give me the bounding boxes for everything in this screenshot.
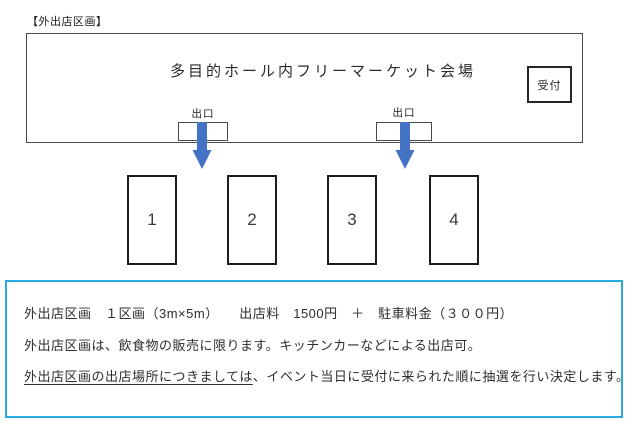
stall-box-1: 1 bbox=[127, 175, 177, 265]
stall-number: 4 bbox=[449, 210, 459, 229]
info-line-pricing: 外出店区画 １区画（3m×5m） 出店料 1500円 ＋ 駐車料金（３００円） bbox=[24, 306, 514, 321]
down-arrow-shape bbox=[395, 122, 415, 169]
stall-box-4: 4 bbox=[429, 175, 479, 265]
down-arrow-icon bbox=[192, 122, 212, 169]
info-line-lottery-rest: 、イベント当日に受付に来られた順に抽選を行い決定します。 bbox=[252, 369, 630, 384]
exit-1-label: 出口 bbox=[191, 108, 215, 120]
stall-number: 3 bbox=[347, 210, 357, 229]
stall-box-3: 3 bbox=[327, 175, 377, 265]
hall-outline bbox=[26, 33, 583, 143]
info-line-lottery-underlined: 外出店区画の出店場所につきましては bbox=[24, 369, 253, 384]
down-arrow-shape bbox=[192, 122, 212, 169]
info-line-lottery: 外出店区画の出店場所につきましては、イベント当日に受付に来られた順に抽選を行い決… bbox=[24, 366, 630, 385]
info-box: 外出店区画 １区画（3m×5m） 出店料 1500円 ＋ 駐車料金（３００円） … bbox=[5, 280, 629, 418]
stall-number: 1 bbox=[147, 210, 157, 229]
page-title: 【外出店区画】 bbox=[27, 16, 108, 28]
down-arrow-icon bbox=[395, 122, 415, 169]
stall-box-2: 2 bbox=[227, 175, 277, 265]
reception-label: 受付 bbox=[537, 79, 562, 92]
exit-2-label: 出口 bbox=[392, 107, 416, 119]
info-line-restrictions: 外出店区画は、飲食物の販売に限ります。キッチンカーなどによる出店可。 bbox=[24, 338, 482, 353]
hall-label: 多目的ホール内フリーマーケット会場 bbox=[170, 63, 477, 80]
stall-number: 2 bbox=[247, 210, 257, 229]
reception-box: 受付 bbox=[527, 66, 572, 103]
